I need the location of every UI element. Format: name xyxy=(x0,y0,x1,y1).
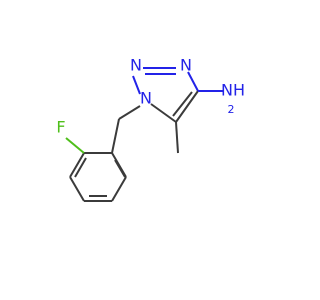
molecule-structure: N N N NH 2 F xyxy=(56,56,245,202)
bond-ar-inner-1 xyxy=(114,159,126,178)
bond-c5-n1 xyxy=(150,103,177,123)
atom-nh2-sub: 2 xyxy=(228,103,235,116)
bond-c5-methyl xyxy=(175,121,179,154)
bond-c4-c5-double xyxy=(172,91,193,117)
bond-c4-c5 xyxy=(175,90,199,123)
atom-n-right: N xyxy=(180,56,192,75)
atom-nh2-main: NH xyxy=(221,81,245,100)
atom-n1: N xyxy=(140,89,152,108)
bond-ar-inner-3 xyxy=(74,157,87,178)
atom-n-top: N xyxy=(130,56,142,75)
atom-fluorine: F xyxy=(56,118,65,137)
bond-ar-3 xyxy=(111,176,127,202)
bond-ar-6 xyxy=(69,152,85,178)
bond-n1-n2 xyxy=(132,75,141,95)
bond-ar-5 xyxy=(69,176,85,202)
bond-c-f xyxy=(65,137,85,154)
bond-n3-c4 xyxy=(187,71,199,92)
molecule-canvas: N N N NH 2 F xyxy=(56,55,245,202)
bond-n1-ch2 xyxy=(118,105,141,120)
bond-ch2-aryl xyxy=(111,118,120,154)
